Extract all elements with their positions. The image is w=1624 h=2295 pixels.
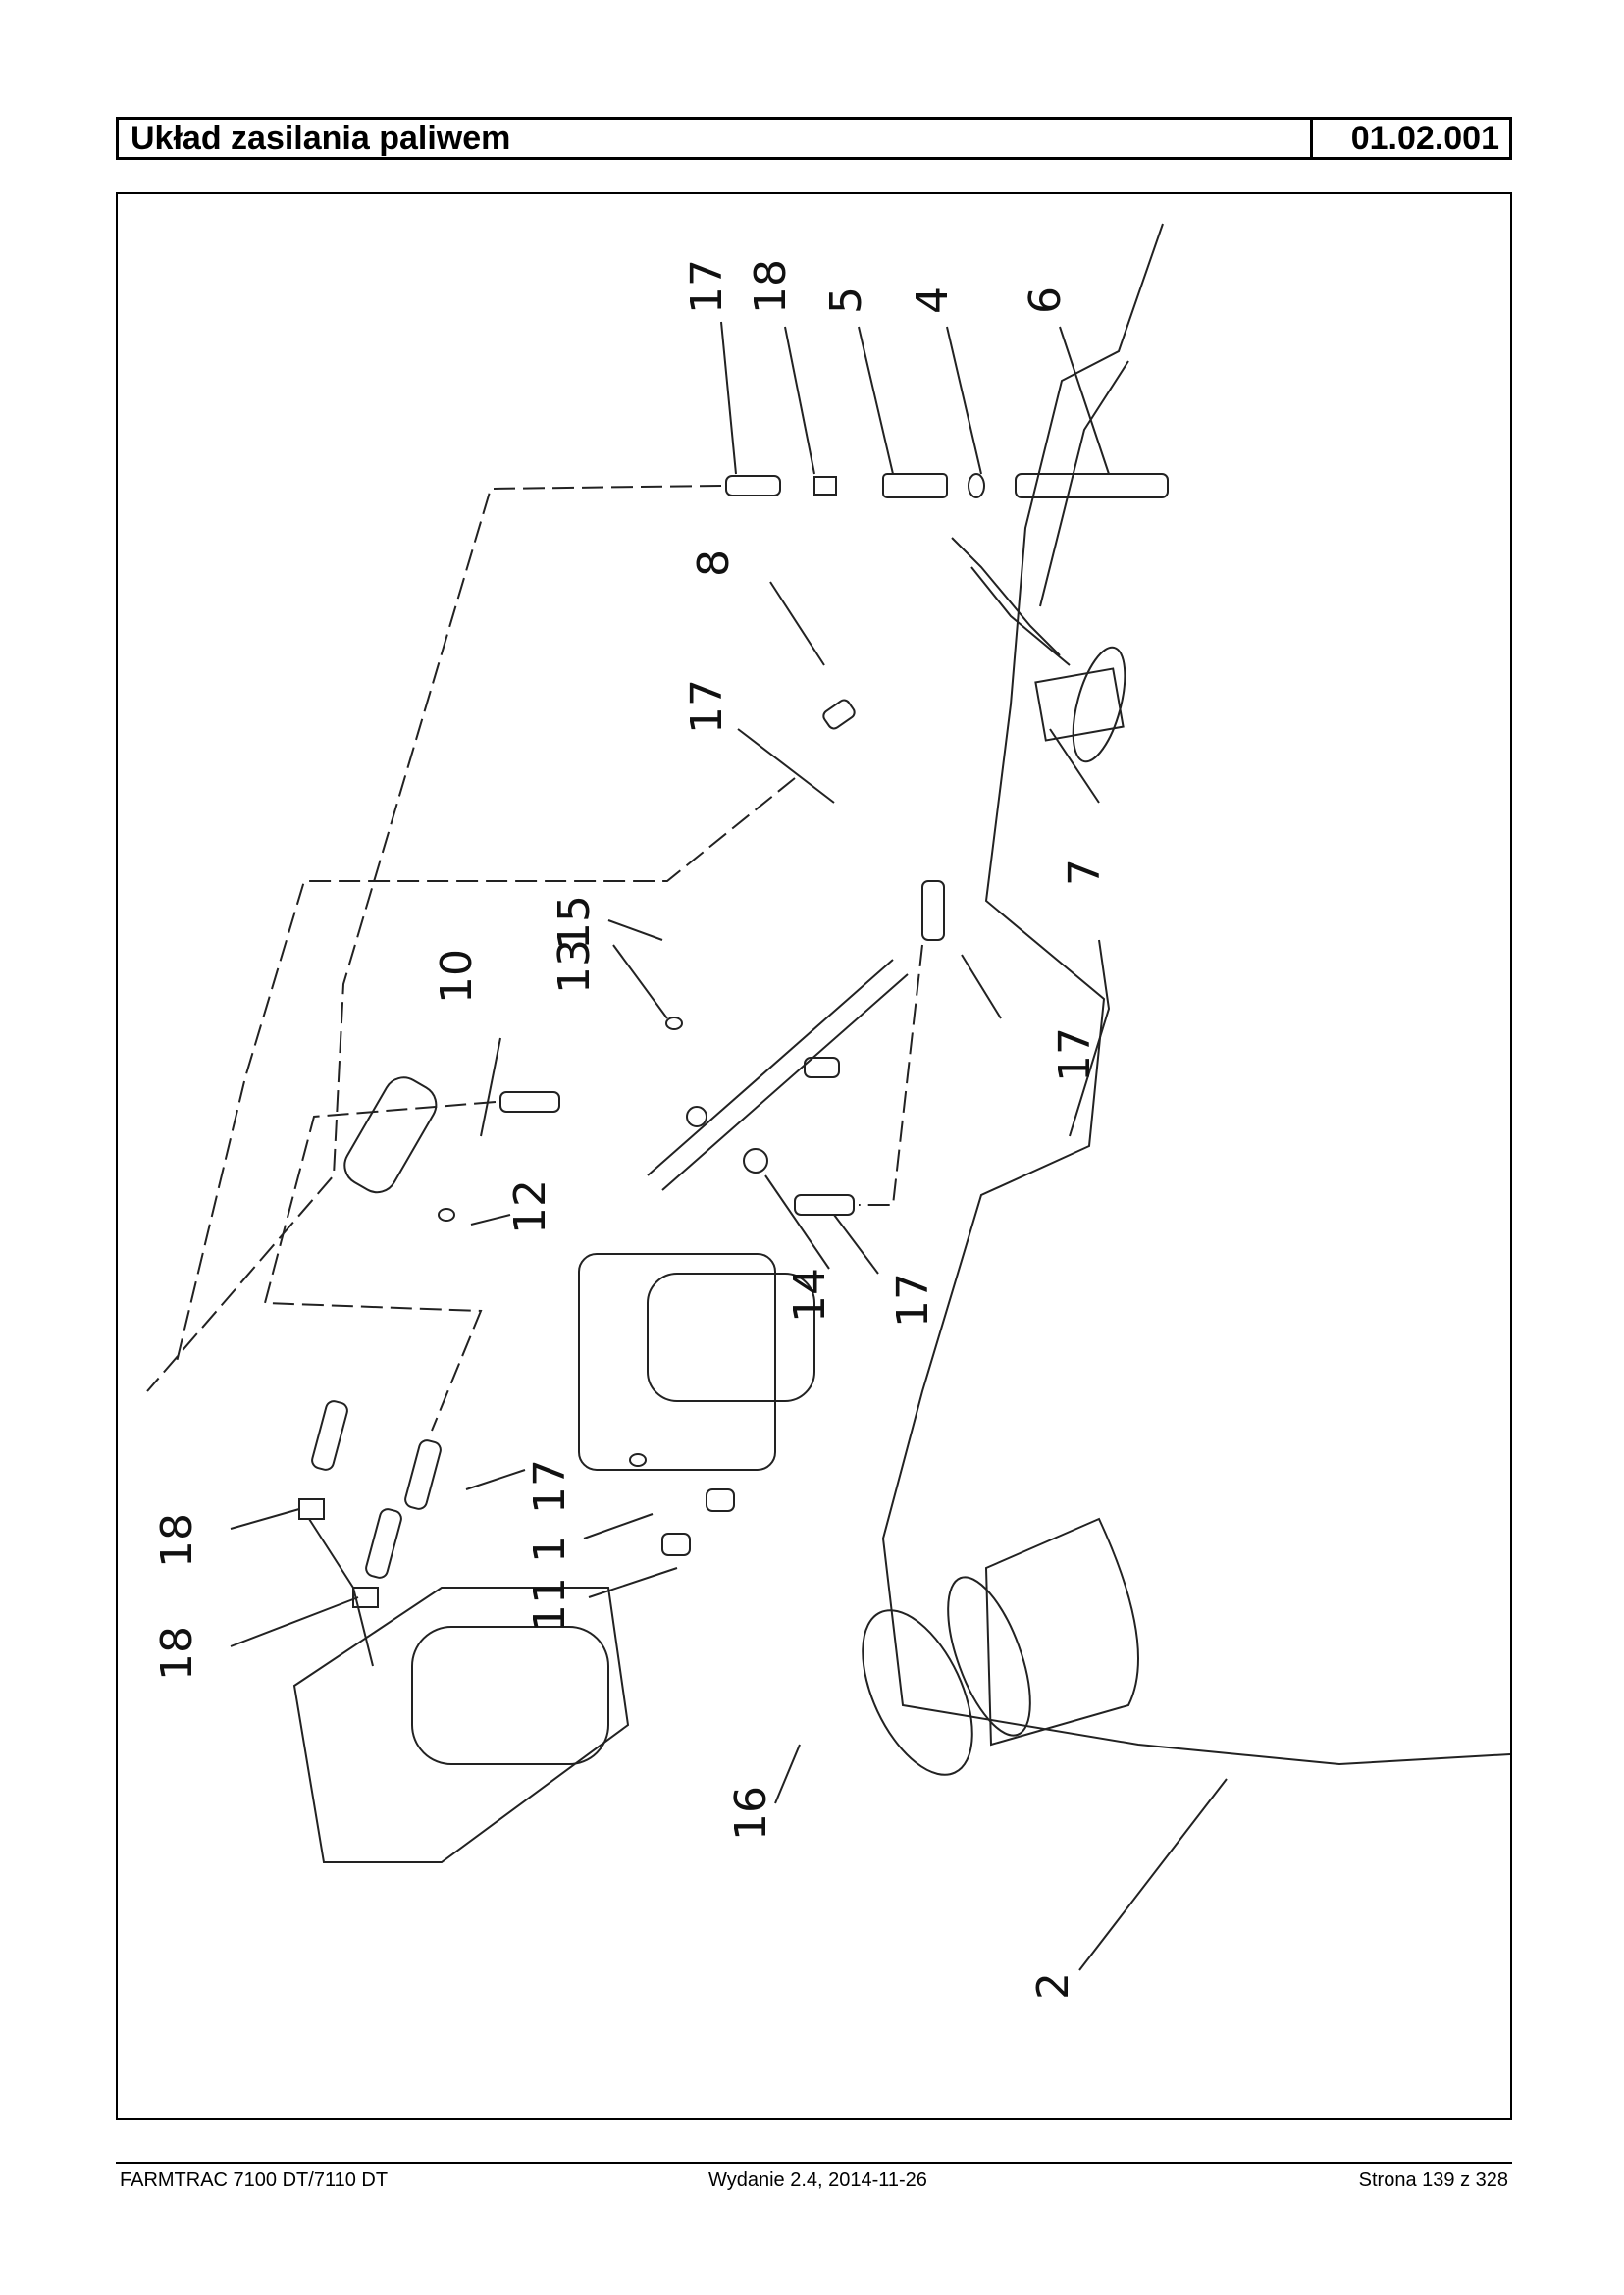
callout-8: 8 <box>689 549 739 577</box>
section-code: 01.02.001 <box>1310 120 1509 157</box>
footer-model: FARMTRAC 7100 DT/7110 DT <box>120 2169 389 2191</box>
callout-17c: 17 <box>1050 1027 1100 1082</box>
callout-15: 15 <box>550 895 600 950</box>
leader-17b <box>737 728 835 804</box>
filler-neck-ring <box>947 1576 1031 1737</box>
leader-1 <box>583 1513 654 1539</box>
injection-pump <box>292 1587 630 1863</box>
leader-16 <box>774 1744 801 1804</box>
callout-17b: 17 <box>682 679 732 734</box>
callout-17a: 17 <box>682 259 732 314</box>
callout-2: 2 <box>1028 1972 1078 2000</box>
leader-17a <box>720 321 737 475</box>
leader-17c <box>961 954 1002 1019</box>
leader-11 <box>588 1567 678 1598</box>
filler-cap <box>862 1609 973 1776</box>
leader-2 <box>1078 1778 1228 1971</box>
callout-17d: 17 <box>888 1273 938 1328</box>
callout-10: 10 <box>432 949 482 1004</box>
leader-17d <box>833 1214 879 1275</box>
washer-lower <box>629 1453 647 1467</box>
callout-11: 11 <box>525 1577 575 1632</box>
fuel-route-filter <box>263 1101 497 1432</box>
hose-17-left <box>311 1400 348 1471</box>
leader-18b <box>230 1508 300 1530</box>
clamp-18-b <box>352 1587 379 1608</box>
footer-edition: Wydanie 2.4, 2014-11-26 <box>708 2169 927 2191</box>
clamp-18-a <box>298 1498 325 1520</box>
callout-14: 14 <box>785 1268 835 1323</box>
callout-18a: 18 <box>746 259 796 314</box>
leader-18c <box>230 1596 359 1647</box>
bolt-1 <box>706 1488 735 1512</box>
page-title: Układ zasilania paliwem <box>131 120 511 157</box>
callout-1: 1 <box>525 1536 575 1563</box>
leader-7 <box>1049 728 1100 804</box>
filter-rail-2 <box>661 973 909 1191</box>
sender-wire <box>951 537 1061 656</box>
washer-12 <box>438 1208 455 1222</box>
leader-10 <box>480 1037 501 1137</box>
filler-neck <box>984 1517 1139 1747</box>
fuel-filter-head <box>578 1253 776 1471</box>
pump-body <box>411 1626 609 1765</box>
footer-rule <box>116 2162 1512 2164</box>
fuel-tank-outline <box>881 223 1510 1766</box>
fuel-sender-flange <box>1072 646 1126 763</box>
callout-7: 7 <box>1060 859 1110 886</box>
callout-12: 12 <box>505 1179 555 1234</box>
banjo-14 <box>743 1148 768 1174</box>
pipe-6 <box>1015 473 1169 498</box>
page-header: Układ zasilania paliwem 01.02.001 <box>116 117 1512 160</box>
callout-5: 5 <box>821 287 871 314</box>
fuel-system-diagram: 17 18 5 4 6 8 17 7 10 13 15 17 12 14 17 … <box>146 223 1510 2000</box>
diagram-frame: 17 18 5 4 6 8 17 7 10 13 15 17 12 14 17 … <box>116 192 1512 2120</box>
clamp-18-top <box>813 476 837 496</box>
leader-4 <box>946 326 982 475</box>
leader-15 <box>612 944 668 1019</box>
leader-5 <box>858 326 894 475</box>
callout-4: 4 <box>908 287 958 314</box>
fuel-filter-bowl <box>647 1273 815 1402</box>
hose-17-pump <box>365 1508 402 1579</box>
bracket-10 <box>343 1076 438 1194</box>
sender-wire-2 <box>970 566 1071 666</box>
hose-17-right <box>794 1194 855 1216</box>
callout-18b: 18 <box>152 1513 202 1568</box>
hose-17-lower <box>404 1439 442 1510</box>
fuel-return-route <box>146 485 722 1392</box>
fuel-route-pump <box>859 944 923 1206</box>
leader-6 <box>1059 326 1110 475</box>
leader-14 <box>764 1174 830 1270</box>
tank-edge-line <box>1039 360 1129 607</box>
washer-4 <box>968 473 985 498</box>
footer-page-number: Strona 139 z 328 <box>1358 2169 1508 2191</box>
hose-17-mid <box>499 1091 560 1113</box>
leader-17e <box>465 1469 526 1490</box>
bolt-15 <box>804 1057 840 1078</box>
banjo-upper <box>686 1106 707 1127</box>
leader-18a <box>784 326 815 475</box>
fuel-sender-tube <box>1034 667 1125 742</box>
callout-18c: 18 <box>152 1626 202 1681</box>
leader-13 <box>607 919 663 941</box>
hose-17-top <box>725 475 781 496</box>
connector-5 <box>882 473 948 498</box>
tank-edge-line-2 <box>1069 939 1111 1137</box>
pump-line <box>308 1518 374 1667</box>
leader-8 <box>769 581 825 666</box>
washer-13 <box>665 1017 683 1030</box>
bolt-11 <box>661 1533 691 1556</box>
callout-16: 16 <box>726 1786 776 1841</box>
filter-rail <box>647 959 894 1176</box>
hose-17-sender <box>921 880 945 941</box>
callout-6: 6 <box>1021 287 1071 314</box>
leader-12 <box>470 1214 511 1226</box>
callout-13: 13 <box>550 939 600 994</box>
fuel-route-sender <box>176 777 796 1363</box>
callout-17e: 17 <box>525 1459 575 1514</box>
hose-17-upper <box>822 699 856 730</box>
